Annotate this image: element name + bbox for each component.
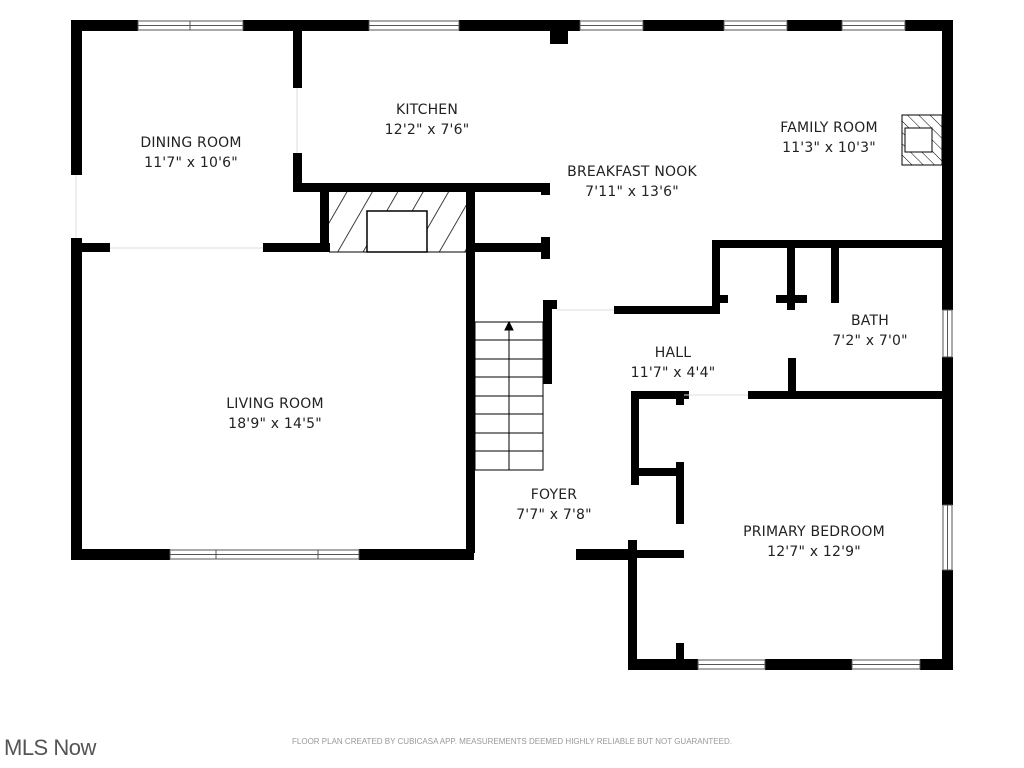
staircase — [474, 320, 544, 471]
room-name: PRIMARY BEDROOM — [743, 524, 885, 540]
room-dining-room: DINING ROOM 11'7" x 10'6" — [140, 133, 241, 173]
room-dimensions: 12'7" x 12'9" — [767, 544, 861, 560]
room-dimensions: 11'7" x 10'6" — [144, 155, 238, 171]
room-bath: BATH 7'2" x 7'0" — [832, 311, 908, 351]
room-name: KITCHEN — [395, 102, 459, 118]
fireplace-icon — [901, 114, 943, 166]
walls — [71, 20, 953, 670]
room-name: BATH — [851, 313, 889, 329]
room-living-room: LIVING ROOM 18'9" x 14'5" — [226, 394, 323, 434]
room-name: LIVING ROOM — [226, 396, 324, 412]
room-breakfast-nook: BREAKFAST NOOK 7'11" x 13'6" — [567, 162, 697, 202]
openings — [75, 88, 748, 396]
room-name: FAMILY ROOM — [780, 120, 878, 136]
room-dimensions: 18'9" x 14'5" — [228, 416, 322, 432]
room-hall: HALL 11'7" x 4'4" — [631, 343, 716, 383]
room-name: HALL — [654, 345, 692, 361]
disclaimer-note: FLOOR PLAN CREATED BY CUBICASA APP. MEAS… — [292, 737, 732, 746]
room-kitchen: KITCHEN 12'2" x 7'6" — [385, 100, 470, 140]
room-name: FOYER — [530, 487, 578, 503]
room-family-room: FAMILY ROOM 11'3" x 10'3" — [780, 118, 878, 158]
room-foyer: FOYER 7'7" x 7'8" — [516, 485, 592, 525]
room-dimensions: 12'2" x 7'6" — [384, 122, 470, 138]
room-name: BREAKFAST NOOK — [567, 164, 697, 180]
room-dimensions: 7'7" x 7'8" — [516, 507, 592, 523]
room-dimensions: 7'11" x 13'6" — [585, 184, 679, 200]
room-dimensions: 11'3" x 10'3" — [782, 140, 876, 156]
hatched-chimney — [329, 192, 466, 253]
mls-now-logo: MLS Now — [4, 735, 96, 760]
room-name: DINING ROOM — [140, 135, 242, 151]
windows — [137, 20, 953, 670]
room-dimensions: 7'2" x 7'0" — [832, 333, 908, 349]
room-dimensions: 11'7" x 4'4" — [630, 365, 716, 381]
room-primary-bedroom: PRIMARY BEDROOM 12'7" x 12'9" — [743, 522, 885, 562]
